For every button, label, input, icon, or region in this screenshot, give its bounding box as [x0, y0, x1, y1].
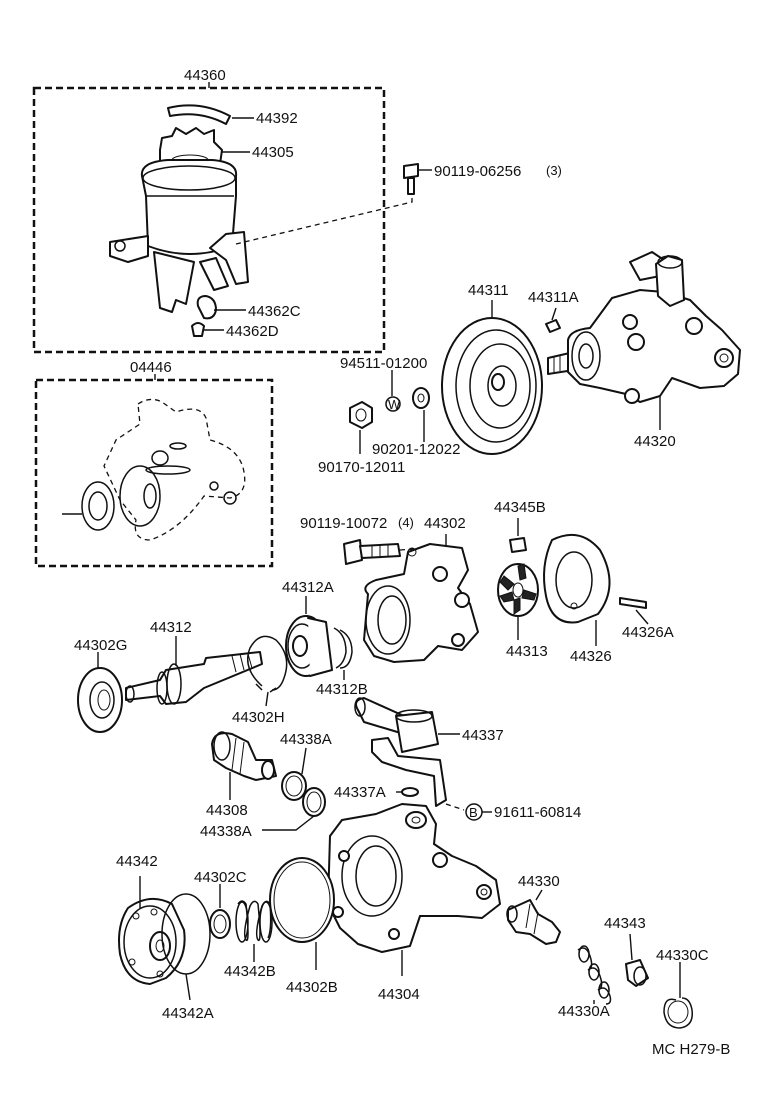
label-44320: 44320 — [634, 433, 676, 450]
label-44311: 44311 — [468, 282, 509, 299]
drawing-code: MC H279-B — [652, 1041, 730, 1058]
label-44326: 44326 — [570, 648, 612, 665]
label-90170-12011: 90170-12011 — [318, 459, 405, 476]
label-44312: 44312 — [150, 619, 192, 636]
label-44360: 44360 — [184, 67, 226, 84]
label-44337: 44337 — [462, 727, 504, 744]
label-44343: 44343 — [604, 915, 646, 932]
label-44305: 44305 — [252, 144, 294, 161]
reservoir-assembly-group: 44360 44392 44305 44362C 44362D — [32, 67, 386, 354]
label-44302C: 44302C — [194, 869, 247, 886]
washer-90201-12022 — [412, 387, 430, 409]
label-44342B: 44342B — [224, 963, 276, 980]
label-44342: 44342 — [116, 853, 158, 870]
reservoir-group-boundary — [32, 86, 386, 354]
front-housing-group: 90119-10072 (4) 44302 — [300, 515, 479, 663]
pin-44326A — [619, 597, 647, 609]
connector-44308 — [211, 732, 277, 781]
label-44330C: 44330C — [656, 947, 709, 964]
label-44392: 44392 — [256, 110, 298, 127]
union-bracket-group: 44337 44337A B 91611-60814 — [334, 697, 581, 821]
label-44302G: 44302G — [74, 637, 127, 654]
o-ring-44337A — [401, 787, 419, 797]
pump-assembly-group: 44311A 44320 — [528, 251, 741, 450]
label-44338A-top: 44338A — [280, 731, 332, 748]
hose-44362C — [196, 295, 217, 320]
label-44302: 44302 — [424, 515, 466, 532]
label-90119-06256-qty: (3) — [546, 163, 562, 178]
label-44312B: 44312B — [316, 681, 368, 698]
snap-ring-44312B — [339, 629, 353, 669]
reservoir-cap-44305 — [159, 127, 223, 165]
reservoir-bracket — [109, 235, 149, 263]
plug-44343 — [625, 959, 649, 987]
snap-ring-44330C — [663, 997, 693, 1029]
label-90119-10072: 90119-10072 — [300, 515, 387, 532]
o-ring-outline — [119, 465, 161, 527]
cap-seal-44392 — [167, 104, 231, 125]
oil-seal-44302G — [77, 667, 123, 733]
oil-seal-outline — [81, 481, 115, 531]
label-44362C: 44362C — [248, 303, 301, 320]
spring-44330A — [577, 947, 612, 1005]
shaft-44312 — [125, 651, 263, 705]
o-ring-44302C — [209, 909, 231, 939]
vane-44345B — [509, 537, 527, 553]
gasket-kit-boundary — [34, 378, 274, 568]
cam-ring-44326 — [543, 533, 611, 624]
label-44312A: 44312A — [282, 579, 334, 596]
pulley-group: 44311 W 94511-01200 90201-12022 90170-12… — [318, 282, 543, 476]
label-44362D: 44362D — [226, 323, 279, 340]
flow-control-group: 44330 44330A 44343 44330C — [506, 873, 709, 1029]
reservoir-body — [140, 159, 238, 255]
bolt-90119-10072 — [343, 539, 363, 565]
label-44330A: 44330A — [558, 1003, 610, 1020]
label-44342A: 44342A — [162, 1005, 214, 1022]
pump-body-44320 — [567, 289, 741, 403]
label-44302B: 44302B — [286, 979, 338, 996]
snap-ring-44302H — [247, 635, 288, 691]
bolt-90119-06256 — [403, 163, 419, 179]
nut-90170-12011 — [349, 401, 373, 429]
rear-housing-group: 44304 44302B — [269, 803, 501, 1003]
label-44330: 44330 — [518, 873, 560, 890]
bolt-90119-06256-group: 90119-06256 (3) — [235, 163, 562, 245]
label-90119-10072-qty: (4) — [398, 515, 414, 530]
rotor-ring-group: 44345B 44313 44326 44326A — [494, 499, 674, 665]
rear-housing-44304 — [327, 803, 501, 953]
valve-44330 — [507, 899, 561, 945]
label-91611-60814: 91611-60814 — [494, 804, 581, 821]
label-44302H: 44302H — [232, 709, 285, 726]
label-04446: 04446 — [130, 359, 172, 376]
key-44311A — [545, 319, 561, 333]
label-94511-01200: 94511-01200 — [340, 355, 427, 372]
clamp-44362D — [191, 322, 205, 337]
shaft-group: 44302G 44312 44302H 44312A 44312B — [74, 579, 368, 733]
connector-group: 44308 44338A 44338A — [200, 731, 332, 840]
gasket-44302B — [269, 857, 335, 943]
label-44338A-bottom: 44338A — [200, 823, 252, 840]
label-44326A: 44326A — [622, 624, 674, 641]
label-44337A: 44337A — [334, 784, 386, 801]
label-44345B: 44345B — [494, 499, 546, 516]
label-90201-12022: 90201-12022 — [372, 441, 460, 458]
label-44304: 44304 — [378, 986, 420, 1003]
front-housing-44302 — [363, 543, 479, 663]
label-44308: 44308 — [206, 802, 248, 819]
label-44311A: 44311A — [528, 289, 579, 306]
pressure-plate-group: 44342 44342A 44302C 44342B — [116, 853, 276, 1022]
label-90119-06256: 90119-06256 — [434, 163, 521, 180]
bolt-marker-letter: B — [469, 805, 478, 820]
spring-44342B — [237, 900, 272, 942]
gasket-kit-group: 04446 — [34, 359, 274, 568]
label-44313: 44313 — [506, 643, 548, 660]
